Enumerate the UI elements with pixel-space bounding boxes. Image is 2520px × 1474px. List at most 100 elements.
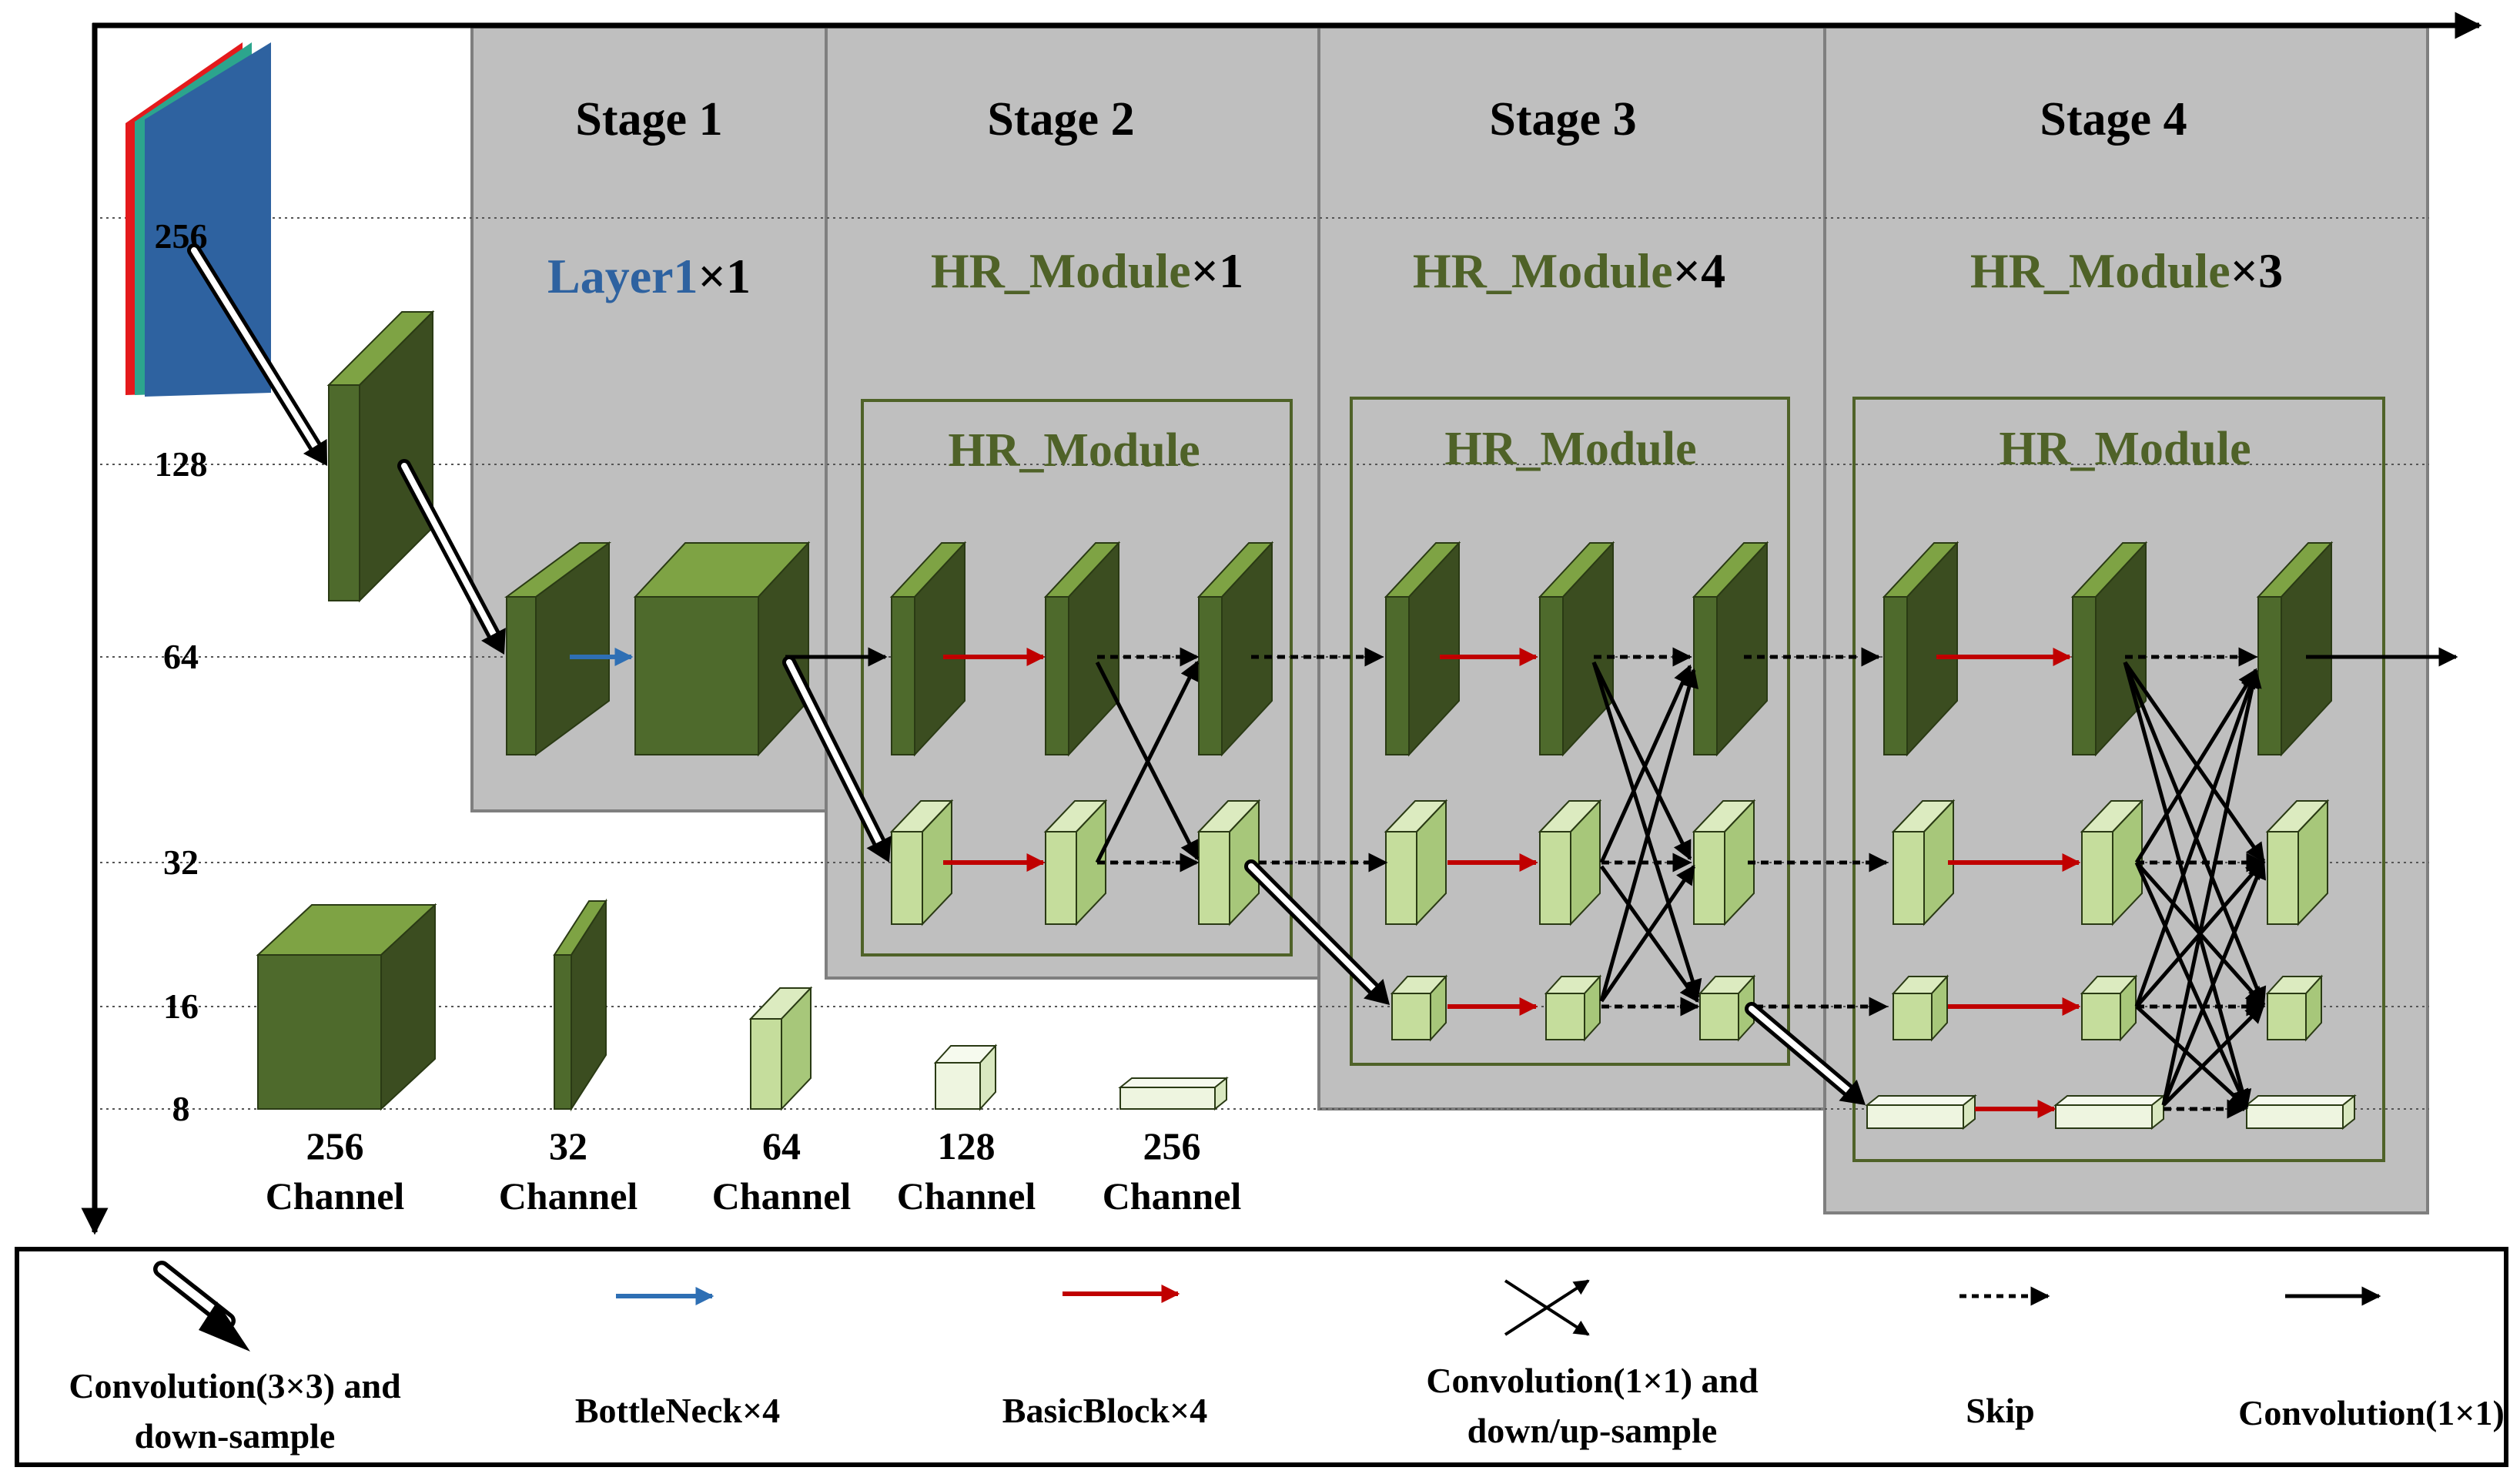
fuse-s4-0-2: [2123, 662, 2267, 1007]
stage3-col1-res64: [1384, 541, 1461, 757]
legend-box: [15, 1247, 2508, 1467]
channel-example-value: 256: [1143, 1124, 1201, 1167]
stage-2-title: Stage 2: [987, 93, 1134, 146]
stage-4-module-repeat: ×3: [2231, 243, 2283, 298]
stage-1-title: Stage 1: [575, 93, 722, 146]
stage-2-module-name: HR_Module: [931, 243, 1191, 298]
channel-examples: 256 Channel 32 Channel 64 Channel 128 Ch…: [266, 1124, 1242, 1218]
channel-example-unit: Channel: [897, 1174, 1036, 1218]
channel-example-unit: Channel: [266, 1174, 405, 1218]
double-line-arrow-icon: [153, 1261, 250, 1352]
stage-4-title: Stage 4: [2040, 93, 2187, 146]
legend-label-conv3x3-line1: Convolution(3×3) and: [69, 1366, 401, 1405]
resolution-label-128: 128: [155, 444, 208, 484]
legend-label-basicblock: BasicBlock×4: [1002, 1391, 1207, 1430]
fuse-s4-0-1: [2123, 661, 2266, 863]
crossing-arrows-icon: [1504, 1279, 1590, 1336]
channel-example-cube-64: [748, 986, 813, 1111]
channel-example-value: 256: [306, 1124, 364, 1167]
stage3-col2-res64: [1538, 541, 1615, 757]
stage-3-title: Stage 3: [1489, 93, 1636, 146]
stage4-col3-res16: [2265, 974, 2324, 1042]
stage4-col3-res64: [2256, 541, 2334, 757]
stage2-col2-res64: [1043, 541, 1121, 757]
stage4-col3-res32: [2265, 799, 2330, 926]
stage4-col3-res8: [2244, 1094, 2357, 1131]
hr-module-box-stage-2: [861, 399, 1293, 956]
legend: Convolution(3×3) and down-sample BottleN…: [15, 1247, 2508, 1467]
hr-module-title-stage-3: HR_Module: [1444, 423, 1696, 475]
stage1-layer1-block: [633, 541, 811, 757]
resolution-label-256: 256: [155, 216, 208, 256]
stage2-col3-res32: [1196, 799, 1261, 926]
fuse-s4-3-0: [2161, 668, 2262, 1106]
downsample-arrow-input: [187, 243, 327, 466]
channel-example-cube-256-small: [1118, 1076, 1229, 1111]
channel-example-value: 128: [938, 1124, 996, 1167]
channel-example-unit: Channel: [499, 1174, 638, 1218]
stage3-col1-res32: [1384, 799, 1448, 926]
fuse-s3-16-32: [1599, 864, 1696, 1003]
stage-4-module-label: HR_Module×3: [1970, 243, 2283, 298]
fuse-arrow-s2-down: [1095, 661, 1200, 861]
stage3-col3-res64: [1692, 541, 1769, 757]
legend-label-conv1x1: Convolution(1×1): [2238, 1393, 2505, 1432]
stage-1-module-name: Layer1: [547, 249, 698, 303]
legend-label-conv1x1-sample-line1: Convolution(1×1) and: [1426, 1361, 1759, 1400]
resolution-label-16: 16: [163, 987, 199, 1026]
stage4-col1-res64: [1882, 541, 1959, 757]
fuse-s4-3-2: [2162, 1003, 2265, 1107]
fuse-s4-1-0: [2134, 668, 2258, 864]
fuse-s4-2-3: [2135, 1005, 2248, 1109]
stage3-col3-res16: [1698, 974, 1756, 1042]
fuse-s4-2-0: [2134, 668, 2260, 1007]
resolution-label-64: 64: [163, 637, 199, 676]
stem-block-128: [326, 310, 435, 603]
channel-example-cube-32: [553, 898, 607, 1112]
hr-module-box-stage-4: [1852, 397, 2385, 1162]
fuse-s4-0-3: [2123, 662, 2252, 1110]
legend-label-skip: Skip: [1966, 1391, 2035, 1430]
fuse-s3-32-64: [1599, 664, 1692, 864]
stage2-col1-res64: [889, 541, 967, 757]
stage-1-module-repeat: ×1: [698, 249, 751, 303]
channel-example-cube-256: [256, 903, 437, 1111]
stage3-col2-res32: [1538, 799, 1602, 926]
legend-label-conv3x3-line2: down-sample: [135, 1416, 336, 1456]
legend-label-bottleneck: BottleNeck×4: [575, 1391, 780, 1430]
fuse-s4-1-3: [2134, 861, 2249, 1110]
channel-example-value: 64: [762, 1124, 801, 1167]
downsample-arrow-stem: [397, 459, 506, 655]
stage-2-module-repeat: ×1: [1191, 243, 1243, 298]
stage1-block-input: [504, 541, 612, 756]
stage4-col2-res64: [2070, 541, 2148, 757]
channel-example-value: 32: [549, 1124, 587, 1167]
stage4-col1-res32: [1891, 799, 1956, 926]
stage4-col1-res16: [1891, 974, 1949, 1042]
stage4-col1-res8: [1865, 1094, 1977, 1131]
stage4-col2-res32: [2080, 799, 2144, 926]
stage2-col3-res64: [1196, 541, 1274, 757]
legend-label-conv1x1-sample-line2: down/up-sample: [1467, 1411, 1718, 1450]
stage4-col2-res8: [2053, 1094, 2166, 1131]
resolution-label-8: 8: [172, 1089, 190, 1128]
stage4-col2-res16: [2080, 974, 2138, 1042]
fuse-s3-16-64: [1599, 668, 1698, 1002]
fuse-s3-64-16: [1591, 662, 1702, 1000]
hr-module-box-stage-3: [1350, 397, 1790, 1066]
stage2-col1-res32: [889, 799, 954, 926]
stage3-col1-res16: [1390, 974, 1448, 1042]
fuse-s3-64-32: [1591, 661, 1692, 861]
channel-example-unit: Channel: [712, 1174, 852, 1218]
stage-2-module-label: HR_Module×1: [931, 243, 1243, 298]
hr-module-title-stage-2: HR_Module: [948, 424, 1200, 477]
stage-4-module-name: HR_Module: [1970, 243, 2231, 298]
channel-example-cube-128: [933, 1044, 998, 1111]
hr-module-title-stage-4: HR_Module: [1999, 423, 2251, 475]
stage-3-module-name: HR_Module: [1413, 243, 1673, 298]
downsample-arrow-stage1: [782, 655, 892, 863]
channel-example-unit: Channel: [1103, 1174, 1242, 1218]
stage-3-module-label: HR_Module×4: [1413, 243, 1725, 298]
stage2-col2-res32: [1043, 799, 1108, 926]
